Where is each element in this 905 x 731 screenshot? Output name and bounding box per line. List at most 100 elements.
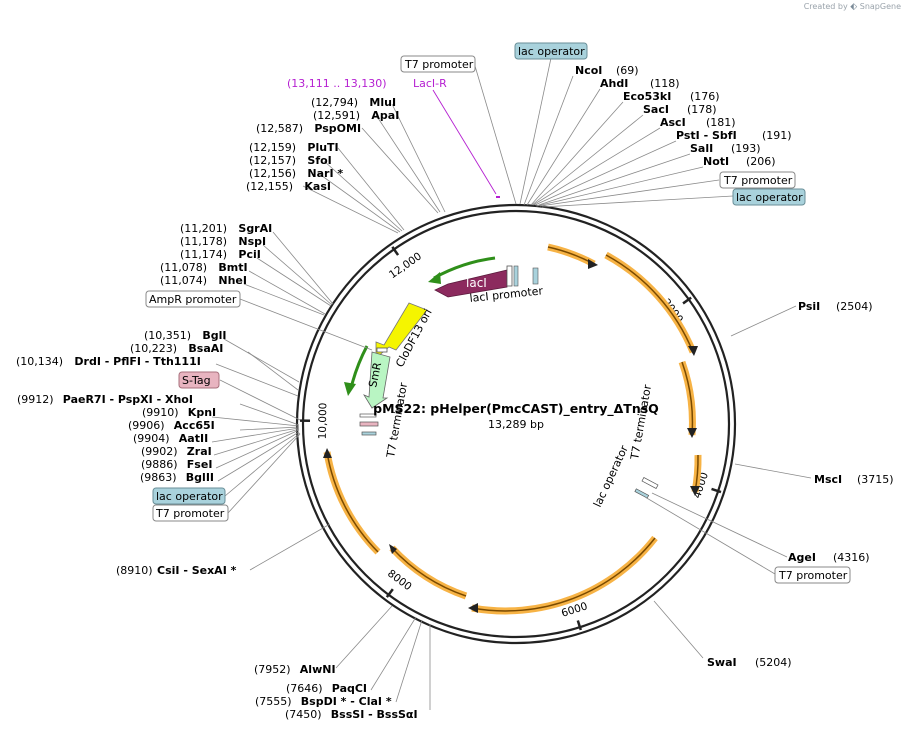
- site-name: CsiI - SexAI *: [157, 564, 237, 577]
- laci-operator-box: [513, 265, 519, 287]
- lead-eco53ki: [530, 101, 624, 206]
- site-name: ApaI: [371, 109, 399, 122]
- lead-csii: [249, 523, 331, 571]
- lead-kpni: [211, 416, 300, 427]
- ruler-tick-mark: [711, 487, 722, 494]
- site-position: (9912): [17, 393, 54, 406]
- lead-pspomi: [361, 127, 439, 214]
- site-name: BssSI - BssSαI: [331, 708, 418, 721]
- site-name: SgrAI: [238, 222, 272, 235]
- lead-lacop-left: [224, 432, 301, 497]
- lac-operator-top-label: lac operator: [518, 45, 585, 58]
- brand-attribution: Created by ⬖ SnapGene: [804, 2, 901, 12]
- site-position: (178): [687, 103, 717, 116]
- s-tag-label: S-Tag: [182, 374, 211, 387]
- ruler-tick-mark: [391, 246, 400, 256]
- site-name: BmtI: [218, 261, 247, 274]
- site-name: PaqCI: [332, 682, 367, 695]
- smr-arrow: [363, 351, 391, 409]
- site-position: (11,178): [180, 235, 227, 248]
- site-position: (9902): [141, 445, 178, 458]
- site-name: BglI: [202, 329, 226, 342]
- lead-lacop-right1: [541, 195, 734, 208]
- site-position: (9886): [141, 458, 178, 471]
- site-name: Acc65I: [174, 419, 215, 432]
- site-position: (9910): [142, 406, 179, 419]
- site-position: (11,078): [160, 261, 207, 274]
- lead-kasi: [302, 185, 399, 234]
- site-position: (206): [746, 155, 776, 168]
- site-position: (118): [650, 77, 680, 90]
- lead-bsaai: [247, 351, 299, 391]
- leader-lines: [211, 57, 812, 710]
- site-position: (11,174): [180, 248, 227, 261]
- t7-promoter-left-box: [152, 504, 229, 522]
- lead-bglii: [217, 431, 300, 482]
- t7-promoter-left-label: T7 promoter: [155, 507, 225, 520]
- site-position: (7952): [254, 663, 291, 676]
- site-name: PspOMI: [314, 122, 361, 135]
- lead-psti: [534, 140, 677, 206]
- site-position: (7555): [255, 695, 292, 708]
- site-name: KasI: [304, 180, 331, 193]
- green-arrowhead-top: [428, 272, 441, 284]
- site-name: PluTI: [307, 141, 338, 154]
- lead-pluti: [337, 147, 405, 231]
- lead-bgli: [223, 338, 300, 383]
- lead-asci: [532, 127, 661, 206]
- t7-promoter-right1-label: T7 promoter: [723, 174, 793, 187]
- orange-arc-5-line: [471, 537, 656, 612]
- plasmid-length: 13,289 bp: [488, 418, 544, 431]
- site-name: BspDI * - ClaI *: [301, 695, 392, 708]
- t7-promoter-top-box: [400, 55, 476, 73]
- lead-t7-right2: [644, 496, 776, 575]
- site-position: (9906): [128, 419, 165, 432]
- orange-arrowhead-2: [688, 346, 698, 356]
- left-t7-term-box: [359, 413, 377, 418]
- orange-arrowhead-4: [690, 486, 700, 496]
- lac-operator-inner-label: lac operator: [591, 443, 631, 509]
- t7-promoter-right2-box: [774, 566, 851, 584]
- site-position: (11,201): [180, 222, 227, 235]
- site-position: (7450): [285, 708, 322, 721]
- orange-arrowhead-1: [588, 259, 598, 269]
- lead-sali: [535, 153, 691, 207]
- site-position: (7646): [286, 682, 323, 695]
- site-position: (12,591): [313, 109, 360, 122]
- site-name: KpnI: [188, 406, 216, 419]
- lead-paqci: [370, 616, 417, 691]
- site-position: (176): [690, 90, 720, 103]
- lead-nari: [317, 172, 401, 233]
- right-t7-term-box: [641, 477, 659, 489]
- site-name: SacI: [643, 103, 669, 116]
- primer-name: LacI-R: [413, 77, 447, 90]
- orange-arrowhead-7: [323, 448, 332, 458]
- site-name: SfoI: [307, 154, 331, 167]
- orange-arrowhead-3: [687, 428, 697, 438]
- lead-xhoi: [239, 403, 300, 426]
- site-name: MscI: [814, 473, 842, 486]
- plasmid-name: pMS22: pHelper(PmcCAST)_entry_ΔTnsQ: [373, 401, 659, 417]
- green-arrowhead-left: [344, 382, 356, 396]
- lead-clai: [395, 619, 423, 703]
- ampr-promoter-box: [145, 290, 241, 308]
- site-name: AscI: [660, 116, 686, 129]
- lead-ahdi: [526, 88, 601, 206]
- lead-lacop-top: [519, 57, 552, 205]
- site-name: PsiI: [798, 300, 820, 313]
- created-by-text: Created by: [803, 2, 848, 11]
- site-name: AgeI: [788, 551, 816, 564]
- lead-bmti: [248, 270, 326, 315]
- site-position: (12,155): [246, 180, 293, 193]
- ruler-tick-label: 12,000: [387, 250, 424, 281]
- site-name: DrdI - PflFI - Tth111I: [74, 355, 200, 368]
- lead-t7-left: [227, 433, 301, 514]
- t7-promoter-top-label: T7 promoter: [404, 58, 474, 71]
- ampr-promoter-label: AmpR promoter: [149, 293, 237, 306]
- site-name: BsaAI: [188, 342, 223, 355]
- site-name: PstI - SbfI: [676, 129, 737, 142]
- site-name: BglII: [186, 471, 214, 484]
- lead-t7-top: [474, 65, 517, 205]
- lac-operator-right1-box: [732, 188, 806, 206]
- t7-promoter-right1-box: [719, 171, 796, 189]
